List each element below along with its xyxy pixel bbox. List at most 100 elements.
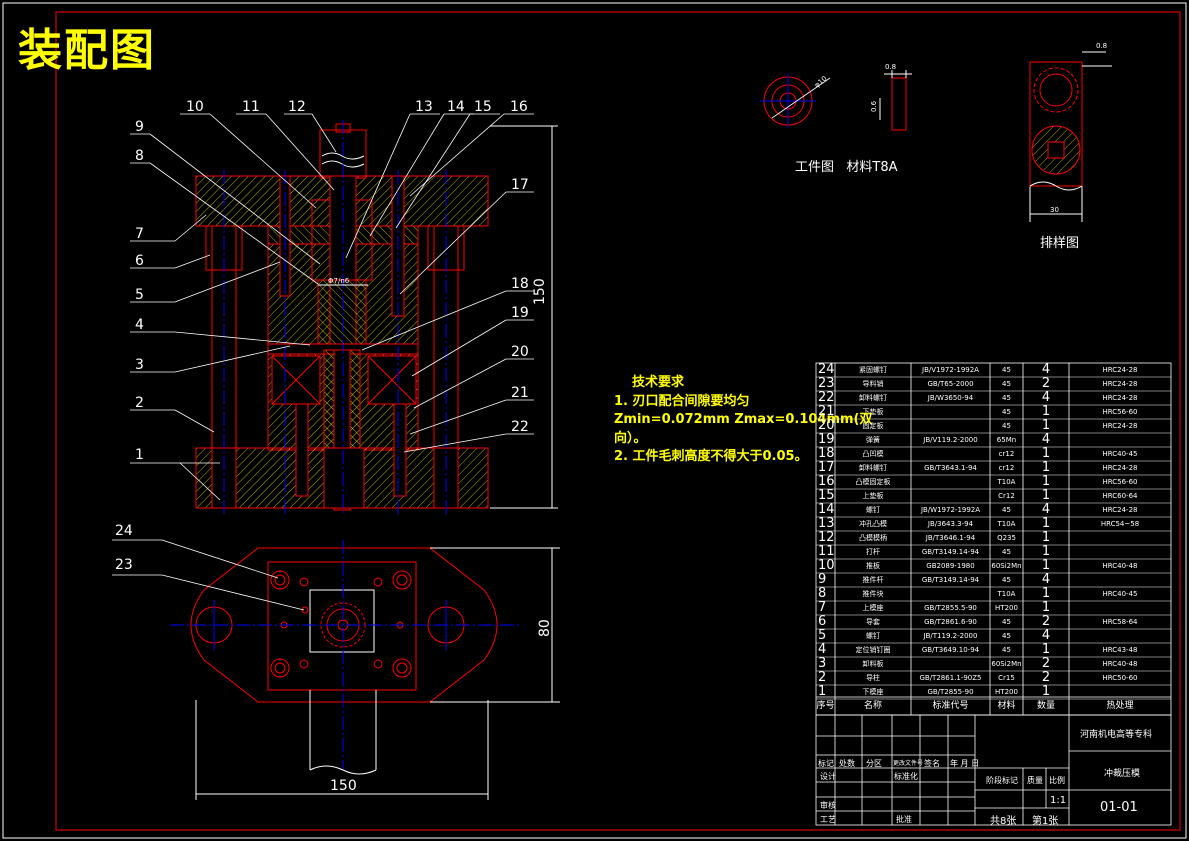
bom-cell-no: 20 [818,419,835,433]
bom-cell-mat: 60Si2Mn [991,660,1022,668]
tech-line-1: 1. 刃口配合间隙要均匀 [614,393,750,409]
bom-cell-mat: T10A [997,520,1016,528]
part-label-22: 22 [511,419,529,435]
bom-cell-no: 18 [818,447,835,461]
bom-cell-no: 7 [818,601,827,615]
bom-cell-name: 凸模模柄 [859,534,887,542]
bom-cell-std: GB/T3649.10-94 [921,646,980,654]
bom-cell-no: 11 [818,545,835,559]
part-label-19: 19 [511,305,529,321]
bom-cell-mat: Cr15 [998,674,1015,682]
part-label-3: 3 [135,357,144,373]
bom-cell-qty: 1 [1041,489,1051,503]
bom-header-note: 热处理 [1106,701,1134,711]
bom-cell-note: HRC24-28 [1102,380,1138,388]
bom-cell-name: 紧固螺钉 [859,366,887,374]
bom-cell-note: HRC24-28 [1102,422,1138,430]
bom-cell-std: JB/3643.3-94 [927,520,974,528]
bom-cell-note [1069,629,1171,643]
bom-cell-no: 21 [818,405,835,419]
workpiece-view [760,70,912,131]
bom-cell-name: 上垫板 [862,492,884,500]
bom-cell-std [911,447,990,461]
bom-cell-qty: 2 [1041,671,1051,685]
bom-cell-no: 13 [818,517,835,531]
bom-cell-name: 冲孔凸模 [859,520,887,528]
bom-cell-mat: 60Si2Mn [991,562,1022,570]
bom-cell-qty: 2 [1041,615,1051,629]
bom-cell-mat: T10A [997,590,1016,598]
part-label-15: 15 [474,99,492,115]
bom-cell-note: HRC24-28 [1102,506,1138,514]
part-label-18: 18 [511,276,529,292]
bom-cell-qty: 1 [1041,545,1051,559]
part-label-7: 7 [135,226,144,242]
tech-line-3: 向）。 [614,430,647,446]
bom-cell-mat: 45 [1002,618,1011,626]
bom-header-qty: 数量 [1036,701,1055,711]
bom-cell-no: 16 [818,475,835,489]
bom-cell-name: 导柱 [866,674,880,682]
bom-cell-name: 卸料板 [862,660,884,668]
part-label-8: 8 [135,148,144,164]
dim-height-bottom: 80 [537,619,553,637]
bom-cell-mat: 45 [1002,548,1011,556]
bom-cell-name: 上模座 [862,604,884,612]
plan-view [112,539,560,800]
bom-cell-no: 17 [818,461,835,475]
bom-cell-no: 10 [818,559,835,573]
bom-cell-note [1069,573,1171,587]
tb-drawing-name: 冲裁压模 [1104,769,1141,779]
bom-row: 11 打杆 GB/T3149.14-94 45 1 [816,545,1171,559]
bom-cell-no: 24 [818,363,835,377]
bom-cell-std [911,405,990,419]
bom-cell-mat: 45 [1002,394,1011,402]
bom-header-mat: 材料 [997,701,1016,711]
bom-cell-name: 凸凹模 [862,450,884,458]
bom-cell-mat: Q235 [997,534,1016,542]
bom-cell-std: JB/V119.2-2000 [923,436,978,444]
part-label-13: 13 [415,99,433,115]
part-label-17: 17 [511,177,529,193]
bom-cell-no: 14 [818,503,835,517]
bom-header-row: 序号 名称 标准代号 材料 数量 热处理 [816,699,1171,713]
bom-grid [815,362,1172,826]
part-label-24: 24 [115,523,133,539]
bom-cell-std: JB/W1972-1992A [920,506,981,514]
bom-cell-note [1069,531,1171,545]
bom-cell-note: HRC40-45 [1102,590,1138,598]
bom-cell-note: HRC43-48 [1102,646,1138,654]
bom-cell-mat: 65Mn [996,436,1017,444]
bom-cell-mat: 45 [1002,366,1011,374]
bom-cell-qty: 4 [1041,391,1051,405]
bom-cell-note [1069,685,1171,699]
bom-cell-name: 打杆 [866,548,880,556]
bom-header-no: 序号 [816,701,835,711]
bom-cell-no: 19 [818,433,835,447]
part-label-1: 1 [135,447,144,463]
tb-r-count: 处数 [839,759,855,768]
bom-cell-no: 22 [818,391,835,405]
bom-cell-std: GB/T3149.14-94 [921,548,980,556]
part-label-10: 10 [186,99,204,115]
bom-cell-name: 导料销 [862,380,884,388]
bom-cell-name: 推件块 [862,590,884,598]
bom-cell-qty: 1 [1041,643,1051,657]
tb-ratio: 比例 [1049,776,1065,785]
tb-drawing-no: 01-01 [1100,800,1138,815]
bom-cell-no: 8 [818,587,827,601]
bom-cell-std [911,419,990,433]
bom-cell-note: HRC50-60 [1102,674,1138,682]
bom-cell-mat: Cr12 [998,492,1015,500]
